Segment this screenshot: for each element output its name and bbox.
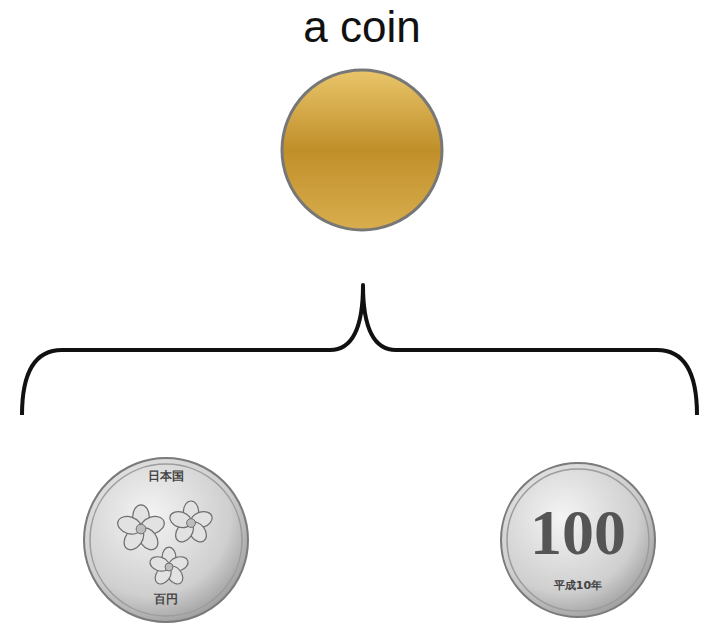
coin-face [84, 458, 248, 622]
coin-obverse: 日本国百円 [83, 457, 249, 623]
curly-brace [22, 285, 697, 415]
coin-reverse: 100 平成10年 [500, 462, 656, 618]
title-label: a coin [212, 2, 512, 53]
cherry-blossom [115, 505, 166, 554]
gold-circle [282, 70, 442, 230]
coin-face [501, 463, 655, 617]
cherry-blossom [148, 547, 190, 587]
node-outline [278, 68, 446, 232]
cherry-blossom [168, 501, 215, 545]
coin-denomination: 100 [500, 496, 656, 570]
coin-inscription: 日本国 [83, 470, 249, 484]
coin-rim [90, 464, 242, 616]
coin-inscription: 百円 [83, 593, 249, 607]
coin-inscription: 平成10年 [500, 580, 656, 593]
coin-circle: a coin [278, 68, 446, 232]
coin-rim [507, 469, 649, 611]
